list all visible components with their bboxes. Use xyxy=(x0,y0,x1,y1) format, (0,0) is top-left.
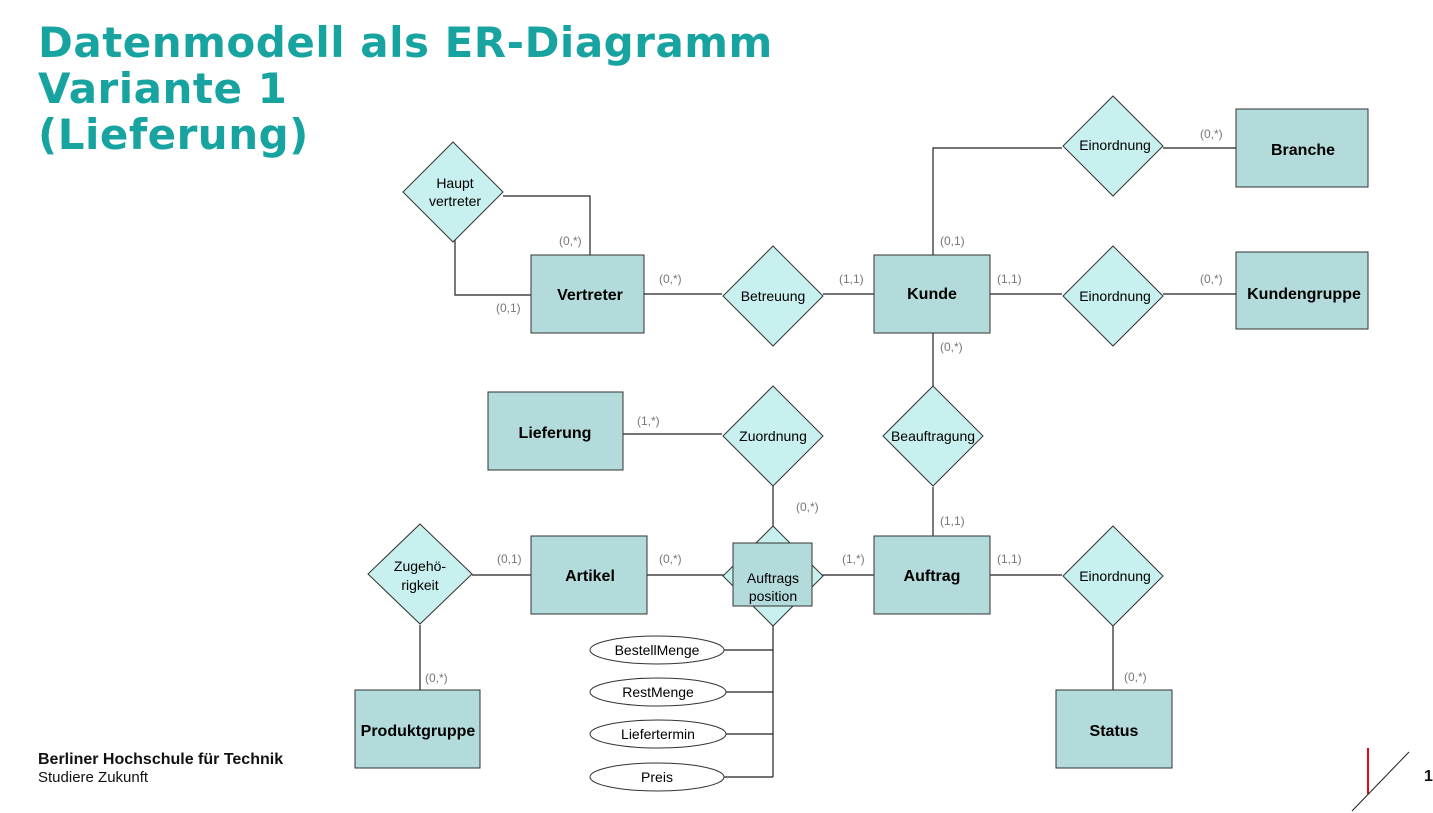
entity-status: Status xyxy=(1055,689,1173,769)
relationship-label: rigkeit xyxy=(401,577,438,593)
entity-auftrag: Auftrag xyxy=(873,535,991,615)
cardinality-label: (1,*) xyxy=(842,552,865,566)
relationship-label: Einordnung xyxy=(1079,137,1151,153)
entity-label: Auftrag xyxy=(904,568,961,585)
attribute-label: Liefertermin xyxy=(621,726,695,742)
attribute-preis: Preis xyxy=(589,762,725,792)
slide-title: Datenmodell als ER-Diagramm Variante 1 (… xyxy=(38,20,773,158)
entity-label: Produktgruppe xyxy=(361,723,476,740)
cardinality-label: (0,1) xyxy=(940,234,965,248)
relationship-label: Einordnung xyxy=(1079,288,1151,304)
entity-label: Vertreter xyxy=(557,287,623,304)
entity-produktgruppe: Produktgruppe xyxy=(354,689,481,769)
cardinality-label: (0,*) xyxy=(940,340,963,354)
page-number: 1 xyxy=(1424,768,1433,785)
relationship-einordnung-status: Einordnung xyxy=(1062,525,1164,627)
cardinality-label: (0,*) xyxy=(425,671,448,685)
entity-label: Lieferung xyxy=(519,425,592,442)
attribute-restmenge: RestMenge xyxy=(589,677,727,707)
slide-title-line-2: Variante 1 xyxy=(38,64,288,113)
associative-entity-auftragsposition: Auftrags position xyxy=(732,542,813,607)
relationship-zugehoerigkeit: Zugehö- rigkeit xyxy=(367,523,473,625)
cardinality-label: (0,1) xyxy=(496,301,521,315)
line-kunde-einordnung-branche xyxy=(932,147,1062,255)
cardinality-label: (1,1) xyxy=(940,514,965,528)
cardinality-label: (1,1) xyxy=(839,272,864,286)
entity-label: Artikel xyxy=(565,568,615,585)
footer-tagline: Studiere Zukunft xyxy=(38,769,149,786)
attribute-bestellmenge: BestellMenge xyxy=(589,635,725,665)
entity-label: Kundengruppe xyxy=(1247,286,1361,303)
entity-kundengruppe: Kundengruppe xyxy=(1235,251,1369,330)
entity-label: Branche xyxy=(1271,142,1335,159)
entity-label: Kunde xyxy=(907,286,957,303)
brand-slash-icon xyxy=(1351,748,1410,812)
cardinality-label: (0,*) xyxy=(659,552,682,566)
relationship-label: Zuordnung xyxy=(739,428,807,444)
entity-branche: Branche xyxy=(1235,108,1369,188)
cardinality-label: (0,*) xyxy=(1200,127,1223,141)
relationship-label: Beauftragung xyxy=(891,428,975,444)
relationship-hauptvertreter: Haupt vertreter xyxy=(402,141,504,243)
line-haupt-top xyxy=(503,195,591,255)
relationship-label: Zugehö- xyxy=(394,558,446,574)
cardinality-label: (1,1) xyxy=(997,552,1022,566)
slide-title-line-1: Datenmodell als ER-Diagramm xyxy=(38,18,773,67)
cardinality-label: (0,1) xyxy=(497,552,522,566)
relationship-betreuung: Betreuung xyxy=(722,245,824,347)
footer-organization: Berliner Hochschule für Technik xyxy=(38,751,284,768)
slide-title-line-3: (Lieferung) xyxy=(38,110,309,159)
entity-artikel: Artikel xyxy=(530,535,648,615)
attribute-label: RestMenge xyxy=(622,684,694,700)
attribute-liefertermin: Liefertermin xyxy=(589,719,727,749)
entity-label: Status xyxy=(1090,723,1139,740)
cardinality-label: (0,*) xyxy=(1124,670,1147,684)
relationship-label: Einordnung xyxy=(1079,568,1151,584)
cardinality-label: (0,*) xyxy=(1200,272,1223,286)
cardinality-label: (0,*) xyxy=(559,234,582,248)
attribute-label: Preis xyxy=(641,769,673,785)
relationship-zuordnung: Zuordnung xyxy=(722,385,824,487)
attribute-label: BestellMenge xyxy=(615,642,700,658)
associative-entity-label: position xyxy=(749,588,797,604)
cardinality-label: (0,*) xyxy=(796,500,819,514)
connector-lines xyxy=(419,147,1236,778)
cardinality-label: (1,*) xyxy=(637,414,660,428)
relationship-einordnung-kundengruppe: Einordnung xyxy=(1062,245,1164,347)
relationship-label: vertreter xyxy=(429,193,481,209)
cardinality-label: (1,1) xyxy=(997,272,1022,286)
relationship-beauftragung: Beauftragung xyxy=(882,385,984,487)
cardinality-labels: (0,*) (0,1) (0,*) (1,1) (0,1) (0,*) (1,1… xyxy=(425,127,1223,685)
relationship-label: Betreuung xyxy=(741,288,806,304)
relationship-label: Haupt xyxy=(436,175,473,191)
footer: Berliner Hochschule für Technik Studiere… xyxy=(38,750,283,787)
entity-vertreter: Vertreter xyxy=(530,254,645,334)
entity-lieferung: Lieferung xyxy=(487,391,624,471)
line-haupt-left xyxy=(454,240,531,296)
associative-entity-label: Auftrags xyxy=(747,570,799,586)
cardinality-label: (0,*) xyxy=(659,272,682,286)
relationship-einordnung-branche: Einordnung xyxy=(1062,95,1164,197)
entity-kunde: Kunde xyxy=(873,254,991,334)
